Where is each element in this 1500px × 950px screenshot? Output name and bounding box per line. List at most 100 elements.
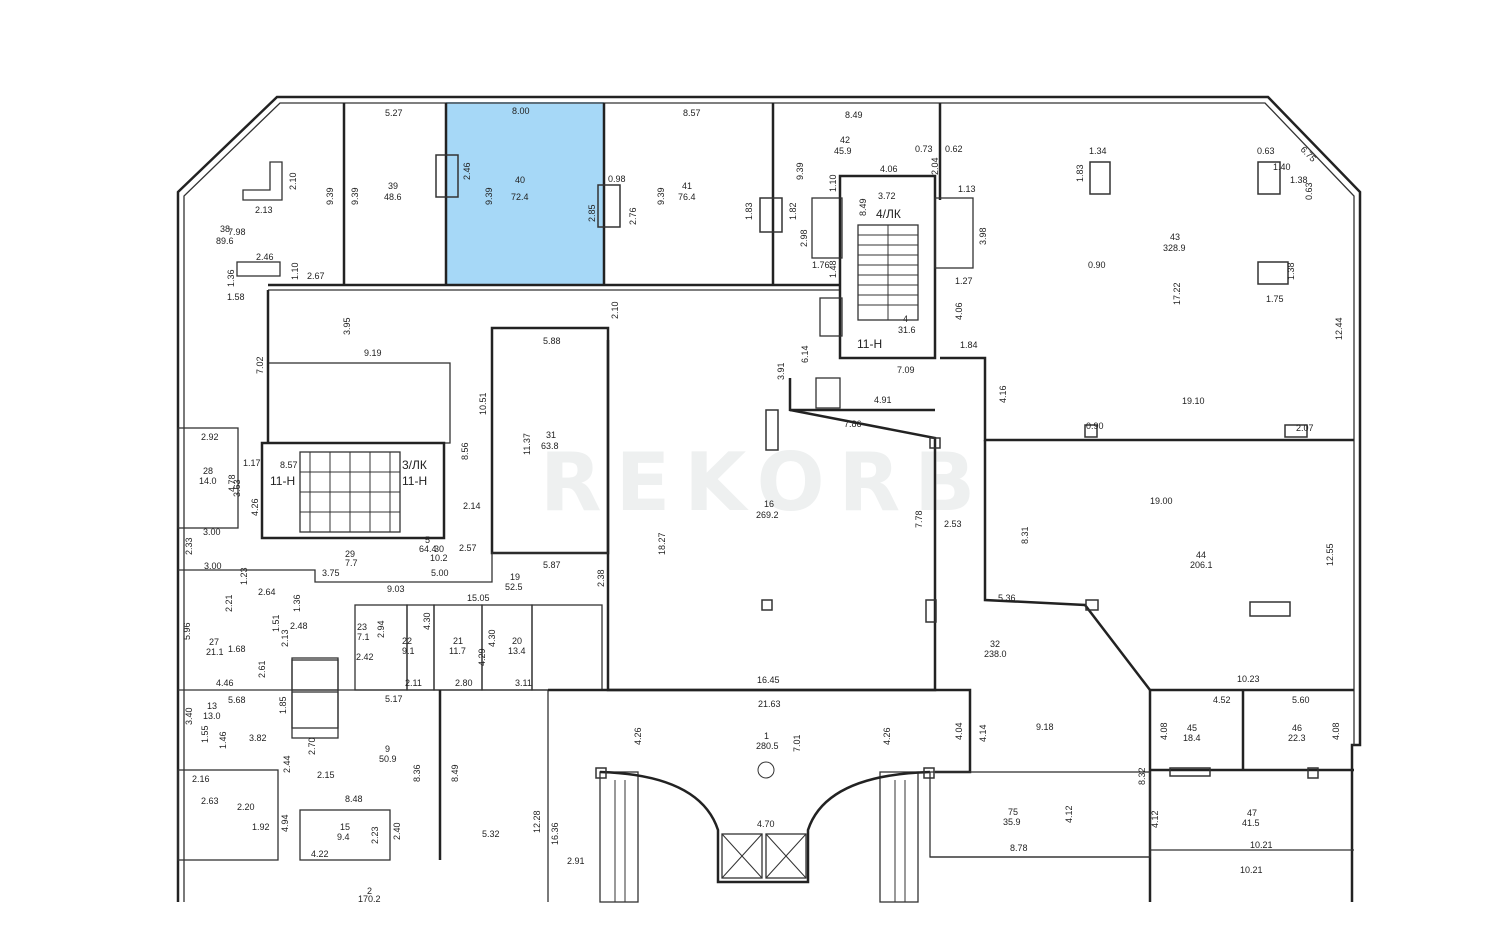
dimension-label: 0.62 (945, 144, 963, 154)
room-20-number: 20 (512, 636, 522, 646)
dimension-label: 1.84 (960, 340, 978, 350)
room-42-area: 45.9 (834, 146, 852, 156)
dimension-label: 12.44 (1334, 317, 1344, 340)
room-75-area: 35.9 (1003, 817, 1021, 827)
room-9-area: 50.9 (379, 754, 397, 764)
dimension-label: 1.48 (828, 260, 838, 278)
dimension-label: 8.49 (450, 764, 460, 782)
room-38-number: 38 (220, 224, 230, 234)
dimension-label: 8.56 (460, 442, 470, 460)
room-44-number: 44 (1196, 550, 1206, 560)
dimension-label: 1.75 (1266, 294, 1284, 304)
dimension-label: 4.26 (250, 498, 260, 516)
dimension-label: 9.18 (1036, 722, 1054, 732)
dimension-label: 1.13 (958, 184, 976, 194)
dimension-label: 4.70 (757, 819, 775, 829)
dimension-label: 10.23 (1237, 674, 1260, 684)
dimension-label: 2.91 (567, 856, 585, 866)
dimension-label: 3.98 (978, 227, 988, 245)
dimension-label: 5.87 (543, 560, 561, 570)
outer-wall (176, 95, 1362, 902)
dimension-label: 4.94 (280, 814, 290, 832)
dimension-label: 2.23 (370, 826, 380, 844)
dimension-label: 1.38 (1290, 175, 1308, 185)
room-40-number[interactable]: 40 (515, 175, 525, 185)
room-40-area[interactable]: 72.4 (511, 192, 529, 202)
dimension-label: 10.21 (1240, 865, 1263, 875)
room-32-number: 32 (990, 639, 1000, 649)
dimension-label: 4.14 (978, 724, 988, 742)
dimension-label: 1.36 (226, 269, 236, 287)
dimension-label: 8.78 (1010, 843, 1028, 853)
dimension-label: 5.60 (1292, 695, 1310, 705)
dimension-label: 4.06 (954, 302, 964, 320)
dimension-label: 1.85 (278, 696, 288, 714)
dimension-label: 3.82 (249, 733, 267, 743)
dimension-label: 2.46 (256, 252, 274, 262)
stair-11n-label-a: 11-Н (857, 337, 882, 351)
dimension-label: 7.98 (228, 227, 246, 237)
room-16-number: 16 (764, 499, 774, 509)
stair-labels: 4/ЛК 3/ЛК 11-Н 11-Н 11-Н (270, 207, 901, 488)
stair-11n-label-b: 11-Н (270, 474, 295, 488)
dimension-label: 4.12 (1150, 810, 1160, 828)
dimension-label: 5.68 (228, 695, 246, 705)
dimension-label: 10.21 (1250, 840, 1273, 850)
room-40-dim-a: 2.46 (462, 162, 472, 180)
room-23-number: 23 (357, 622, 367, 632)
dimension-label: 7.86 (844, 419, 862, 429)
dimension-label: 2.33 (184, 537, 194, 555)
dimension-label: 3.72 (878, 191, 896, 201)
room-5-area: 64.4 (419, 544, 437, 554)
dimension-label: 8.48 (345, 794, 363, 804)
dimension-label: 0.98 (608, 174, 626, 184)
dimension-label: 4.30 (487, 629, 497, 647)
dimension-label: 19.00 (1150, 496, 1173, 506)
room-23-area: 7.1 (357, 632, 370, 642)
room-45-area: 18.4 (1183, 733, 1201, 743)
dimension-label: 1.10 (290, 262, 300, 280)
room-29-number: 29 (345, 549, 355, 559)
room-2-area: 170.2 (358, 894, 381, 904)
dimension-label: 2.38 (596, 569, 606, 587)
dimension-label: 8.57 (280, 460, 298, 470)
dimension-label: 3.40 (184, 707, 194, 725)
dimension-label: 0.63 (1257, 146, 1275, 156)
dimension-label: 4.29 (477, 648, 487, 666)
dimension-label: 6.14 (800, 345, 810, 363)
room-15-area: 9.4 (337, 832, 350, 842)
dimension-label: 4.08 (1331, 722, 1341, 740)
room-31-area: 63.8 (541, 441, 559, 451)
dimension-label: 0.90 (1088, 260, 1106, 270)
dimension-label: 3.75 (322, 568, 340, 578)
dimension-label: 5.88 (543, 336, 561, 346)
dimension-label: 2.14 (463, 501, 481, 511)
dimension-label: 2.44 (282, 755, 292, 773)
room-22-number: 22 (402, 636, 412, 646)
room-40-highlight[interactable] (446, 102, 604, 285)
dimension-label: 5.36 (998, 593, 1016, 603)
room-20-area: 13.4 (508, 646, 526, 656)
dimension-label: 5.32 (482, 829, 500, 839)
dimension-label: 2.67 (307, 271, 325, 281)
dimension-label: 2.76 (628, 207, 638, 225)
dimension-label: 2.63 (201, 796, 219, 806)
dimension-label: 21.63 (758, 699, 781, 709)
room-4-number: 4 (903, 314, 908, 324)
dimension-label: 4.16 (998, 385, 1008, 403)
dimension-label: 1.27 (955, 276, 973, 286)
dimension-label: 2.07 (1296, 423, 1314, 433)
dimension-label: 1.40 (1273, 162, 1291, 172)
dimension-label: 1.68 (228, 644, 246, 654)
dimension-label: 1.23 (239, 567, 249, 585)
dimension-label: 2.21 (224, 594, 234, 612)
dimension-label: 0.90 (1086, 421, 1104, 431)
dimension-label: 1.17 (243, 458, 261, 468)
dimension-label: 3.63 (232, 479, 242, 497)
room-47-number: 47 (1247, 808, 1257, 818)
stair-4lk-label: 4/ЛК (876, 207, 901, 221)
dimension-label: 8.31 (1020, 526, 1030, 544)
dimension-label: 2.98 (799, 229, 809, 247)
dimension-label: 2.57 (459, 543, 477, 553)
dimension-label: 2.15 (317, 770, 335, 780)
